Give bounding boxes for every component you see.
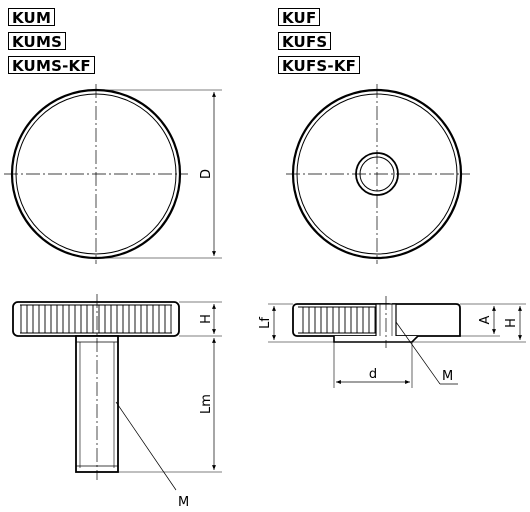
dimension-label-h-left: H <box>199 314 214 324</box>
dimension-label-a: A <box>478 315 493 324</box>
dimension-label-d-small: d <box>369 367 377 382</box>
leader-m-right <box>395 321 441 385</box>
knurl-pattern-left <box>20 305 172 333</box>
left-top-view: D <box>4 84 222 264</box>
left-side-view: H Lm M <box>12 294 222 510</box>
model-tag-kuf: KUF <box>278 8 321 27</box>
model-tag-kums-kf: KUMS-KF <box>8 56 95 75</box>
model-tag-kums: KUMS <box>8 32 67 51</box>
dimension-label-lf: Lf <box>258 317 273 329</box>
knurl-pattern-right <box>298 307 386 333</box>
model-tag-kufs-kf: KUFS-KF <box>278 56 361 75</box>
knob-raised-section <box>392 303 461 337</box>
knob-boss-right <box>333 335 419 343</box>
model-tag-kufs: KUFS <box>278 32 332 51</box>
leader-m-left <box>115 401 177 491</box>
right-side-view: Lf A H d M <box>258 296 526 388</box>
dimension-label-lm: Lm <box>199 394 214 414</box>
dimension-label-m-left: M <box>178 495 189 510</box>
dimension-label-m-right: M <box>442 369 453 384</box>
dimension-label-d: D <box>199 169 214 179</box>
right-top-view <box>286 84 470 264</box>
dimension-label-h-right: H <box>504 318 519 328</box>
model-tag-kum: KUM <box>8 8 56 27</box>
